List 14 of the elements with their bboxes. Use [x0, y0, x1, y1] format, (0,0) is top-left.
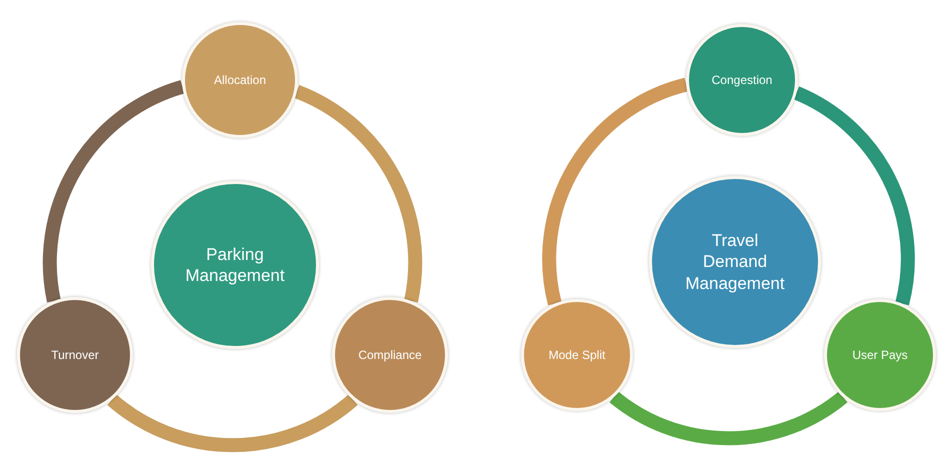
connector-arc [793, 86, 915, 305]
connector-arc [42, 80, 185, 302]
connector-arc [294, 85, 422, 302]
circle-label: Compliance [358, 348, 422, 362]
circle-label: Mode Split [548, 348, 606, 362]
connector-arc [542, 78, 688, 305]
connector-arc [610, 391, 848, 445]
circle-label: Travel Demand Management [684, 230, 786, 294]
connector-arc [108, 394, 358, 452]
circle-label: Parking Management [184, 244, 286, 286]
circle-label: Allocation [214, 72, 266, 88]
circle-label: User Pays [852, 348, 908, 362]
circle-label: Turnover [51, 348, 99, 362]
circle-label: Congestion [712, 72, 772, 88]
